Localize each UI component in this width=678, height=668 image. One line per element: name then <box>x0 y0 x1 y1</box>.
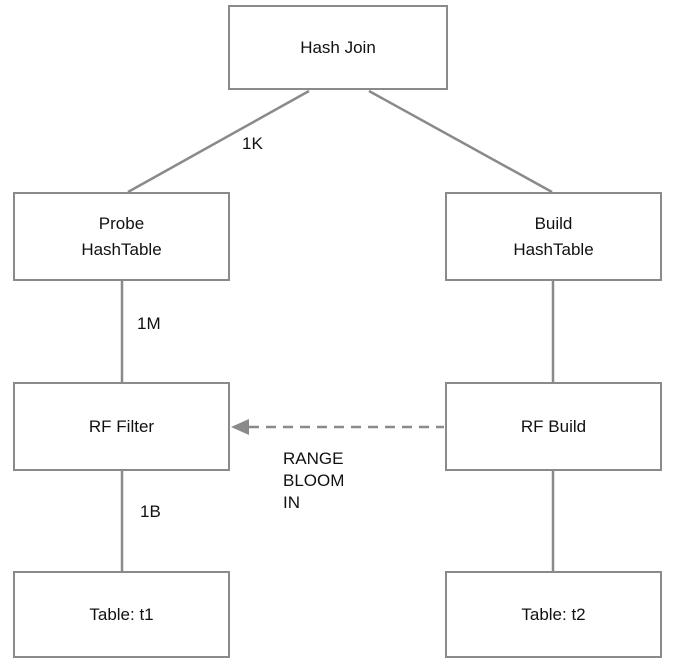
node-hash-join: Hash Join <box>228 5 448 90</box>
node-build-hashtable: Build HashTable <box>445 192 662 281</box>
edge-label-1m: 1M <box>137 314 161 333</box>
edge-label-range-bloom-in: RANGE BLOOM IN <box>283 449 345 512</box>
node-table-t1-label: Table: t1 <box>89 604 154 624</box>
arrowhead-left-icon <box>231 419 249 435</box>
node-hash-join-label: Hash Join <box>300 37 376 57</box>
edge-hashjoin-to-probe <box>127 89 310 194</box>
node-rf-build: RF Build <box>445 382 662 471</box>
node-rf-build-label: RF Build <box>520 416 587 436</box>
node-probe-hashtable-label: Probe HashTable <box>81 213 162 259</box>
node-table-t2-label: Table: t2 <box>521 604 586 624</box>
node-table-t2: Table: t2 <box>445 571 662 658</box>
edge-label-1k: 1K <box>242 134 263 153</box>
node-rf-filter-label: RF Filter <box>88 416 155 436</box>
node-table-t1: Table: t1 <box>13 571 230 658</box>
node-probe-hashtable: Probe HashTable <box>13 192 230 281</box>
node-rf-filter: RF Filter <box>13 382 230 471</box>
node-build-hashtable-label: Build HashTable <box>513 213 594 259</box>
edge-hashjoin-to-build <box>368 89 553 194</box>
edge-label-1b: 1B <box>140 502 161 521</box>
